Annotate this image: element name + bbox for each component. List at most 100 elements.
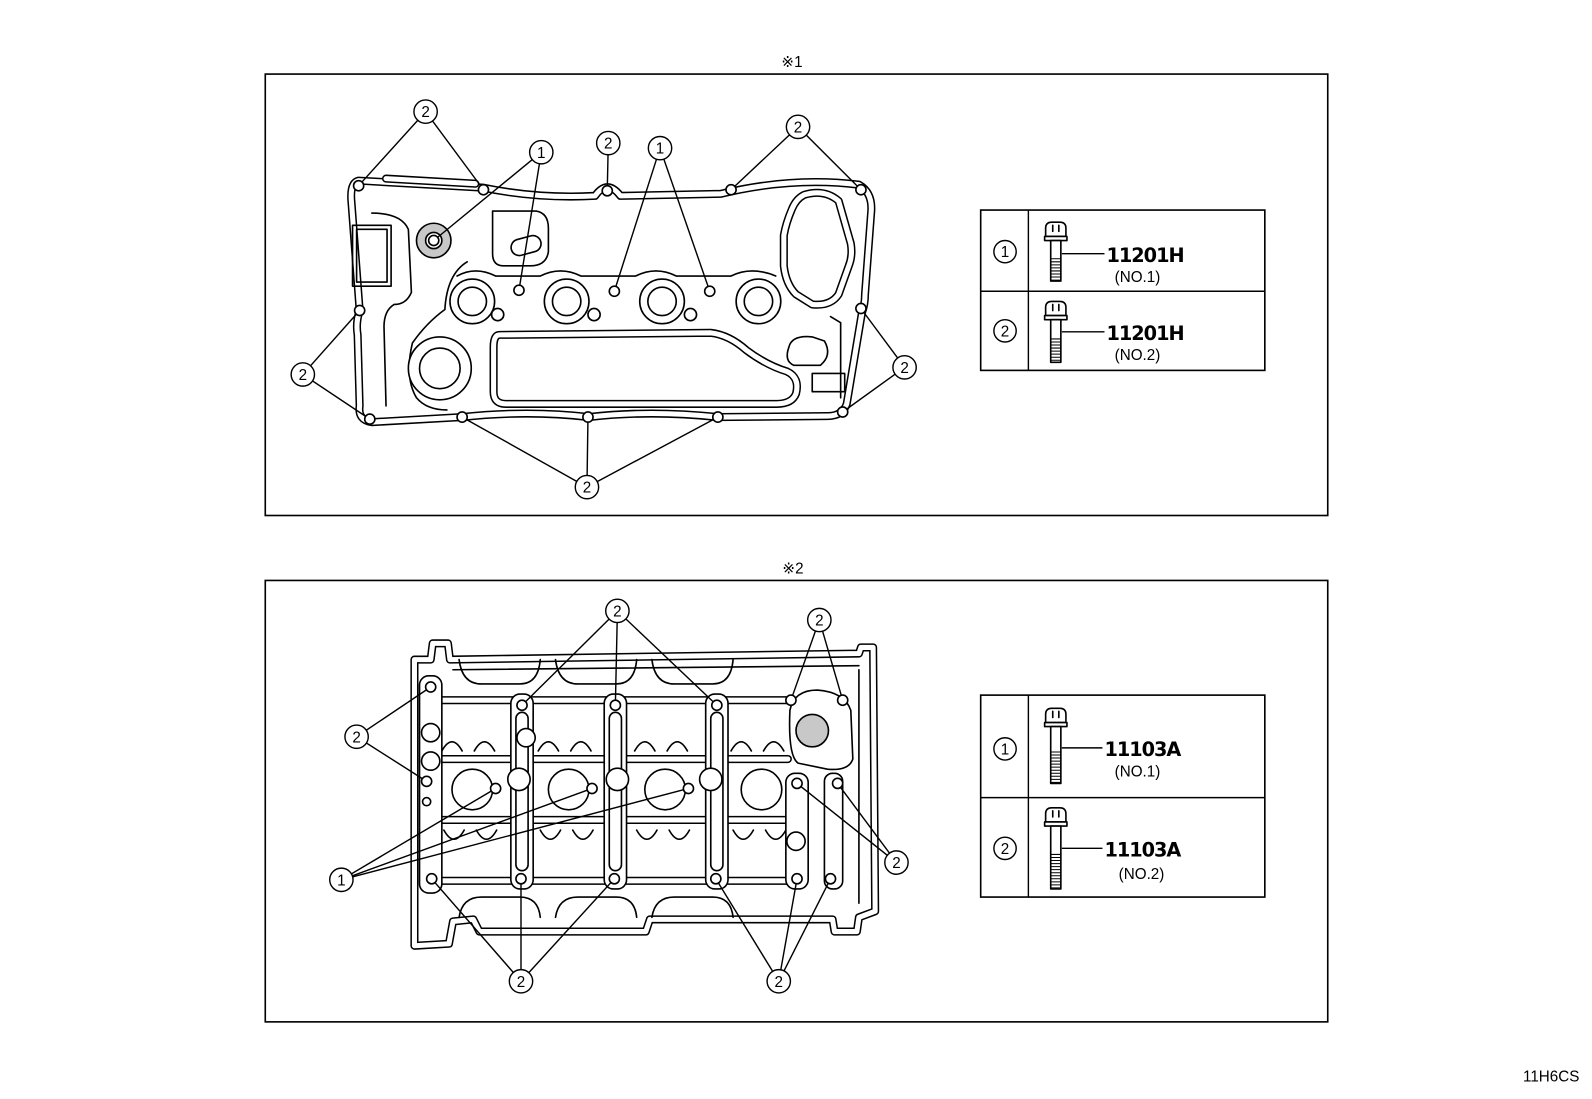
part-number: 11201H xyxy=(1107,244,1184,267)
bolt-shank xyxy=(1049,239,1062,282)
panel-2-mark: ※2 xyxy=(782,560,803,577)
camshaft-cap-inner xyxy=(608,711,623,872)
bolt-hole xyxy=(425,872,438,885)
callout-circle xyxy=(344,724,369,750)
leader-line xyxy=(302,310,361,375)
bolt-hole xyxy=(709,872,722,885)
right-pocket xyxy=(786,335,829,367)
callout-number: 2 xyxy=(613,603,621,620)
bolt-hole xyxy=(363,413,376,425)
callout-circle xyxy=(329,867,354,893)
camshaft-cap xyxy=(510,693,534,890)
bolt-head xyxy=(1044,221,1067,238)
callout-circle xyxy=(806,607,832,633)
callout: 2 xyxy=(352,99,490,196)
drawing-code: 11H6CS xyxy=(1523,1069,1579,1086)
leader-line xyxy=(842,366,905,413)
leader-line xyxy=(837,782,898,863)
part-note: (NO.2) xyxy=(1115,347,1161,364)
leader-line xyxy=(356,686,432,738)
spark-plug-tube-inner xyxy=(647,286,678,317)
front-cap xyxy=(785,772,809,890)
bolt-icon xyxy=(1043,707,1068,785)
cam-bump xyxy=(554,896,638,919)
bolt-head xyxy=(1044,806,1067,823)
callout-circle xyxy=(605,598,630,624)
right-tab xyxy=(811,372,846,393)
callout: 2 xyxy=(425,872,621,994)
callout-number: 2 xyxy=(583,480,591,497)
cam-bump xyxy=(458,658,542,685)
spark-plug-tube-inner xyxy=(743,286,774,317)
leader-line xyxy=(341,787,496,881)
bolt-hole xyxy=(855,302,867,315)
leader-line xyxy=(518,152,542,291)
leader-line xyxy=(425,111,485,191)
callout-circle xyxy=(892,354,917,380)
bolt-hole xyxy=(609,699,622,712)
callout-number: 2 xyxy=(892,855,900,872)
bolt-head xyxy=(1044,707,1067,724)
legend-marker-circle xyxy=(993,239,1017,264)
head-inner-edge xyxy=(452,664,860,671)
leader-line xyxy=(614,610,619,706)
legend-frame xyxy=(979,694,1266,898)
port xyxy=(547,768,590,811)
bolt-hole xyxy=(791,872,803,885)
callout-circle xyxy=(884,850,909,875)
callout-number: 2 xyxy=(794,119,802,136)
bolt-hole xyxy=(710,699,723,712)
callout-number: 2 xyxy=(299,367,307,384)
bolt-hole xyxy=(477,183,490,196)
bolt-hole xyxy=(785,694,797,707)
leader-line xyxy=(613,147,661,292)
legend-bolts xyxy=(1043,221,1068,364)
leader-line xyxy=(433,151,542,242)
callout: 2 xyxy=(456,411,724,500)
bolt-hole xyxy=(420,775,433,788)
legend-marker: 2 xyxy=(1001,323,1009,340)
legend-marker: 1 xyxy=(1001,741,1009,758)
legend-frame xyxy=(979,209,1266,372)
bolt-hole xyxy=(586,782,598,795)
bolt-hole xyxy=(703,285,716,298)
part-number: 11103A xyxy=(1104,838,1181,861)
bolt-thread xyxy=(1050,853,1061,889)
callout: 2 xyxy=(785,607,849,707)
callout-number: 2 xyxy=(421,104,429,121)
leader-line xyxy=(341,787,593,881)
bolt-head-detail xyxy=(1051,224,1060,233)
bolt-head xyxy=(1044,300,1067,317)
cylinder-head-drawing xyxy=(410,639,880,950)
journal-boss xyxy=(516,727,537,748)
bolt-hole xyxy=(836,694,849,707)
bolt-thread xyxy=(1050,338,1061,361)
camshaft-cap xyxy=(603,693,628,890)
baffle-plate xyxy=(489,328,802,408)
callout-circle xyxy=(785,114,811,140)
legend-bolts xyxy=(1043,707,1068,890)
part-note: (NO.1) xyxy=(1115,269,1161,286)
camshaft-cap-inner xyxy=(515,711,529,872)
leader-line xyxy=(616,610,718,706)
leader-line xyxy=(431,878,522,982)
leader-line xyxy=(790,619,821,701)
cam-bump xyxy=(651,658,734,685)
cap-boss xyxy=(420,722,441,743)
callout-number: 1 xyxy=(337,872,345,889)
panel-2: ※2 xyxy=(264,560,1329,1023)
leader-line xyxy=(521,610,618,706)
cam-seal xyxy=(795,713,830,748)
legend-marker-circle xyxy=(993,836,1017,861)
callout: 2 xyxy=(344,681,437,788)
part-number: 11201H xyxy=(1107,322,1184,345)
bolt-hole xyxy=(831,777,844,790)
bolt-hole xyxy=(456,411,469,423)
callout: 1 xyxy=(427,139,554,297)
spark-plug-tube-inner xyxy=(551,286,582,317)
valve-cover-drawing xyxy=(347,174,876,427)
camshaft-cap-inner xyxy=(709,711,724,872)
breather-center xyxy=(418,347,461,390)
leader-line xyxy=(461,416,588,488)
